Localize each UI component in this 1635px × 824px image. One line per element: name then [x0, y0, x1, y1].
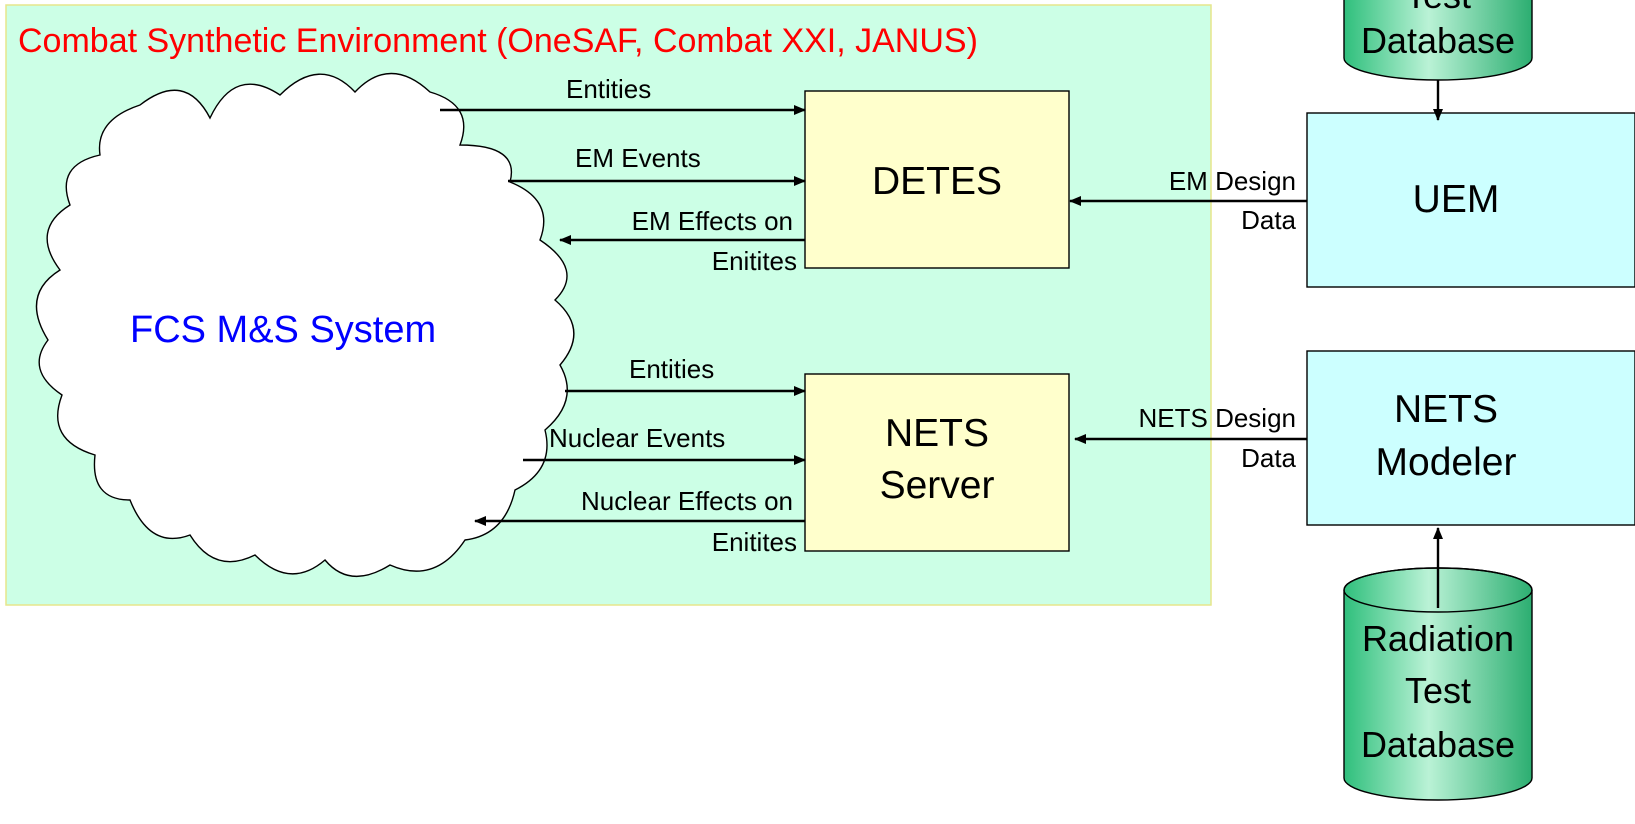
detes-box — [804, 90, 1070, 269]
radiation-database-top-rim — [1343, 589, 1533, 613]
nets-design-data-line1: NETS Design — [1139, 403, 1297, 433]
nuclear-events-label: Nuclear Events — [549, 423, 725, 453]
em-design-data-line1: EM Design — [1169, 166, 1296, 196]
environment-title: Combat Synthetic Environment (OneSAF, Co… — [18, 22, 978, 60]
nets-server-box — [804, 373, 1070, 552]
detes-node: DETES — [804, 90, 1070, 269]
nets-modeler-node: NETS Modeler — [1306, 350, 1635, 526]
em-effects-label-line1: EM Effects on — [632, 206, 793, 236]
flow-nuclear-events: Nuclear Events — [523, 423, 806, 465]
top-test-database: Test Database — [1343, 0, 1533, 81]
em-events-label: EM Events — [575, 143, 701, 173]
entities-to-detes-label: Entities — [566, 74, 651, 104]
radiation-database-label-line3: Database — [1361, 724, 1515, 765]
nuclear-effects-label-line2: Enitites — [712, 527, 797, 557]
cloud-shape — [35, 72, 575, 578]
uem-node: UEM — [1306, 112, 1635, 288]
flow-nuclear-effects: Nuclear Effects on Enitites — [474, 486, 805, 557]
em-design-data-line2: Data — [1241, 205, 1296, 235]
nuclear-effects-label-line1: Nuclear Effects on — [581, 486, 793, 516]
radiation-database-label-line1: Radiation — [1362, 618, 1514, 659]
flow-em-effects: EM Effects on Enitites — [559, 206, 805, 276]
radiation-test-database: Radiation Test Database — [1343, 567, 1533, 801]
entities-to-nets-label: Entities — [629, 354, 714, 384]
detes-label: DETES — [872, 160, 1002, 203]
uem-box — [1306, 112, 1635, 288]
flow-em-events: EM Events — [508, 143, 806, 186]
nets-server-node: NETS Server — [804, 373, 1070, 552]
nets-modeler-box — [1306, 350, 1635, 526]
top-database-label-line1: Test — [1405, 0, 1471, 16]
flow-em-design-data: EM Design Data — [1069, 166, 1307, 235]
nets-modeler-label-line1: NETS — [1394, 388, 1498, 431]
top-database-label-line2: Database — [1361, 20, 1515, 61]
top-database-cylinder — [1343, 0, 1533, 81]
flow-nets-design-data: NETS Design Data — [1074, 403, 1307, 473]
flow-entities-to-nets: Entities — [565, 354, 806, 396]
radiation-database-label-line2: Test — [1405, 670, 1471, 711]
nets-design-data-line2: Data — [1241, 443, 1296, 473]
flow-entities-to-detes: Entities — [440, 74, 806, 115]
uem-label: UEM — [1413, 178, 1500, 221]
em-effects-label-line2: Enitites — [712, 246, 797, 276]
nets-server-label-line1: NETS — [885, 412, 989, 455]
nets-modeler-label-line2: Modeler — [1376, 441, 1517, 484]
fcs-cloud: FCS M&S System — [35, 72, 575, 578]
cloud-label: FCS M&S System — [130, 309, 436, 351]
nets-server-label-line2: Server — [880, 464, 995, 507]
